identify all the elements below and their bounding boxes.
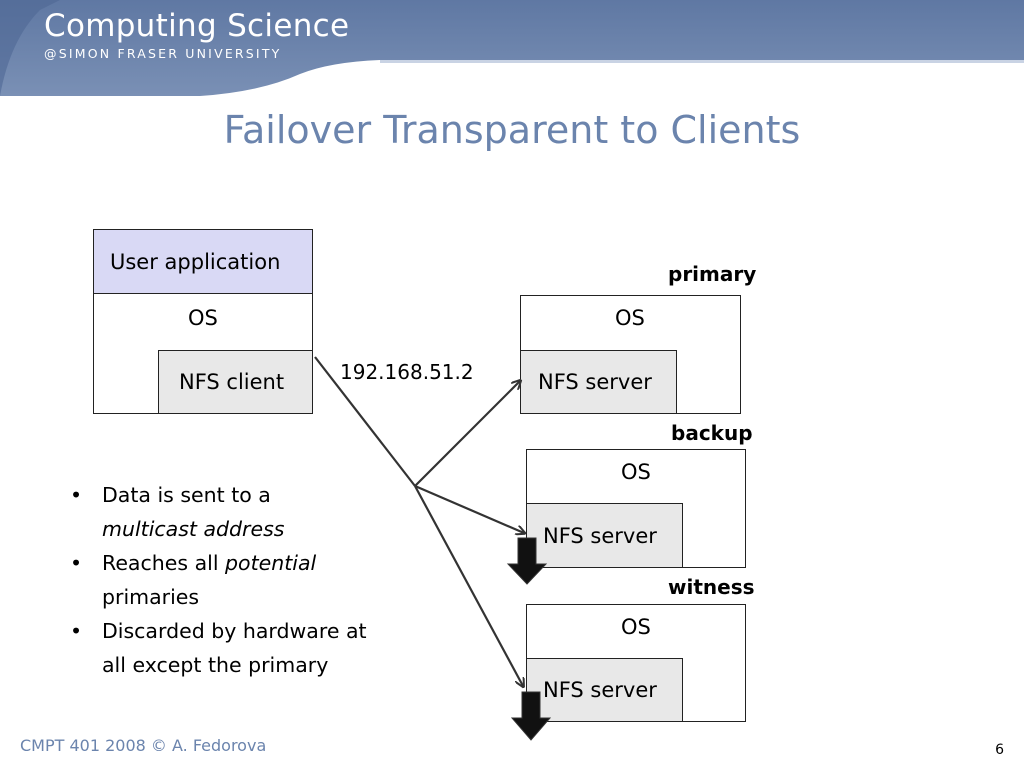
header-logo: Computing Science @SIMON FRASER UNIVERSI…: [44, 8, 349, 61]
bullet-text: Discarded by hardware at all except the …: [102, 619, 367, 677]
witness-os-label: OS: [621, 615, 651, 639]
brand-title: Computing Science: [44, 8, 350, 44]
bullet-item: • Reaches all potential primaries: [70, 546, 370, 614]
header-band: [0, 0, 1024, 96]
bullet-dot-icon: •: [70, 483, 83, 507]
backup-nfs-server-box: [526, 503, 683, 568]
nfs-client-box: [158, 350, 313, 414]
arrow-to-primary: [414, 381, 520, 487]
primary-nfs-server-label: NFS server: [538, 370, 652, 394]
witness-nfs-server-label: NFS server: [543, 678, 657, 702]
bullet-dot-icon: •: [70, 551, 83, 575]
bullet-item: • Discarded by hardware at all except th…: [70, 614, 370, 682]
multicast-address-label: 192.168.51.2: [340, 360, 474, 384]
client-os-label: OS: [188, 306, 218, 330]
slide-title: Failover Transparent to Clients: [223, 108, 801, 152]
arrow-client-to-fork: [314, 356, 416, 487]
primary-os-label: OS: [615, 306, 645, 330]
backup-role-label: backup: [671, 421, 753, 445]
arrow-to-backup: [414, 484, 524, 533]
bullet-item: • Data is sent to a multicast address: [70, 478, 370, 546]
bullet-list: • Data is sent to a multicast address • …: [70, 478, 370, 682]
backup-nfs-server-label: NFS server: [543, 524, 657, 548]
user-application-label: User application: [110, 250, 281, 274]
footer-course-credit: CMPT 401 2008 © A. Fedorova: [20, 736, 267, 755]
witness-discard-arrow-icon: [510, 691, 552, 741]
witness-nfs-server-box: [526, 658, 683, 722]
bullet-dot-icon: •: [70, 619, 83, 643]
bullet-text: Data is sent to a: [102, 483, 271, 507]
backup-os-label: OS: [621, 460, 651, 484]
primary-role-label: primary: [668, 262, 757, 286]
bullet-text-after: primaries: [102, 585, 200, 609]
witness-role-label: witness: [668, 575, 755, 599]
bullet-emphasis: multicast address: [102, 517, 285, 541]
arrow-to-witness: [414, 485, 523, 686]
user-application-box: [93, 229, 313, 294]
bullet-text: Reaches all: [102, 551, 226, 575]
nfs-client-label: NFS client: [179, 370, 285, 394]
backup-discard-arrow-icon: [506, 537, 548, 585]
brand-subtitle: @SIMON FRASER UNIVERSITY: [44, 46, 282, 61]
bullet-emphasis: potential: [225, 551, 317, 575]
page-number: 6: [995, 742, 1004, 758]
